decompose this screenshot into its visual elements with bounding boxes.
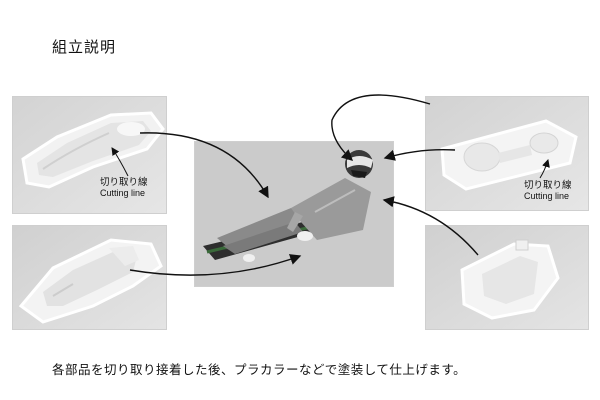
photo-torso-part [12, 225, 167, 330]
cutting-line-label-en: Cutting line [100, 188, 146, 198]
assembly-caption: 各部品を切り取り接着した後、プラカラーなどで塗装して仕上げます。 [52, 362, 467, 377]
cutting-line-label-jp: 切り取り線 [524, 180, 572, 191]
cutting-line-label-jp: 切り取り線 [100, 177, 148, 188]
cutting-line-label-en: Cutting line [524, 191, 570, 201]
cutting-line-label-left: 切り取り線 Cutting line [100, 177, 148, 199]
photo-hood-part [425, 225, 589, 330]
photo-assembled-figure [194, 141, 394, 287]
page-title: 組立説明 [52, 38, 117, 56]
cutting-line-label-right: 切り取り線 Cutting line [524, 180, 572, 202]
